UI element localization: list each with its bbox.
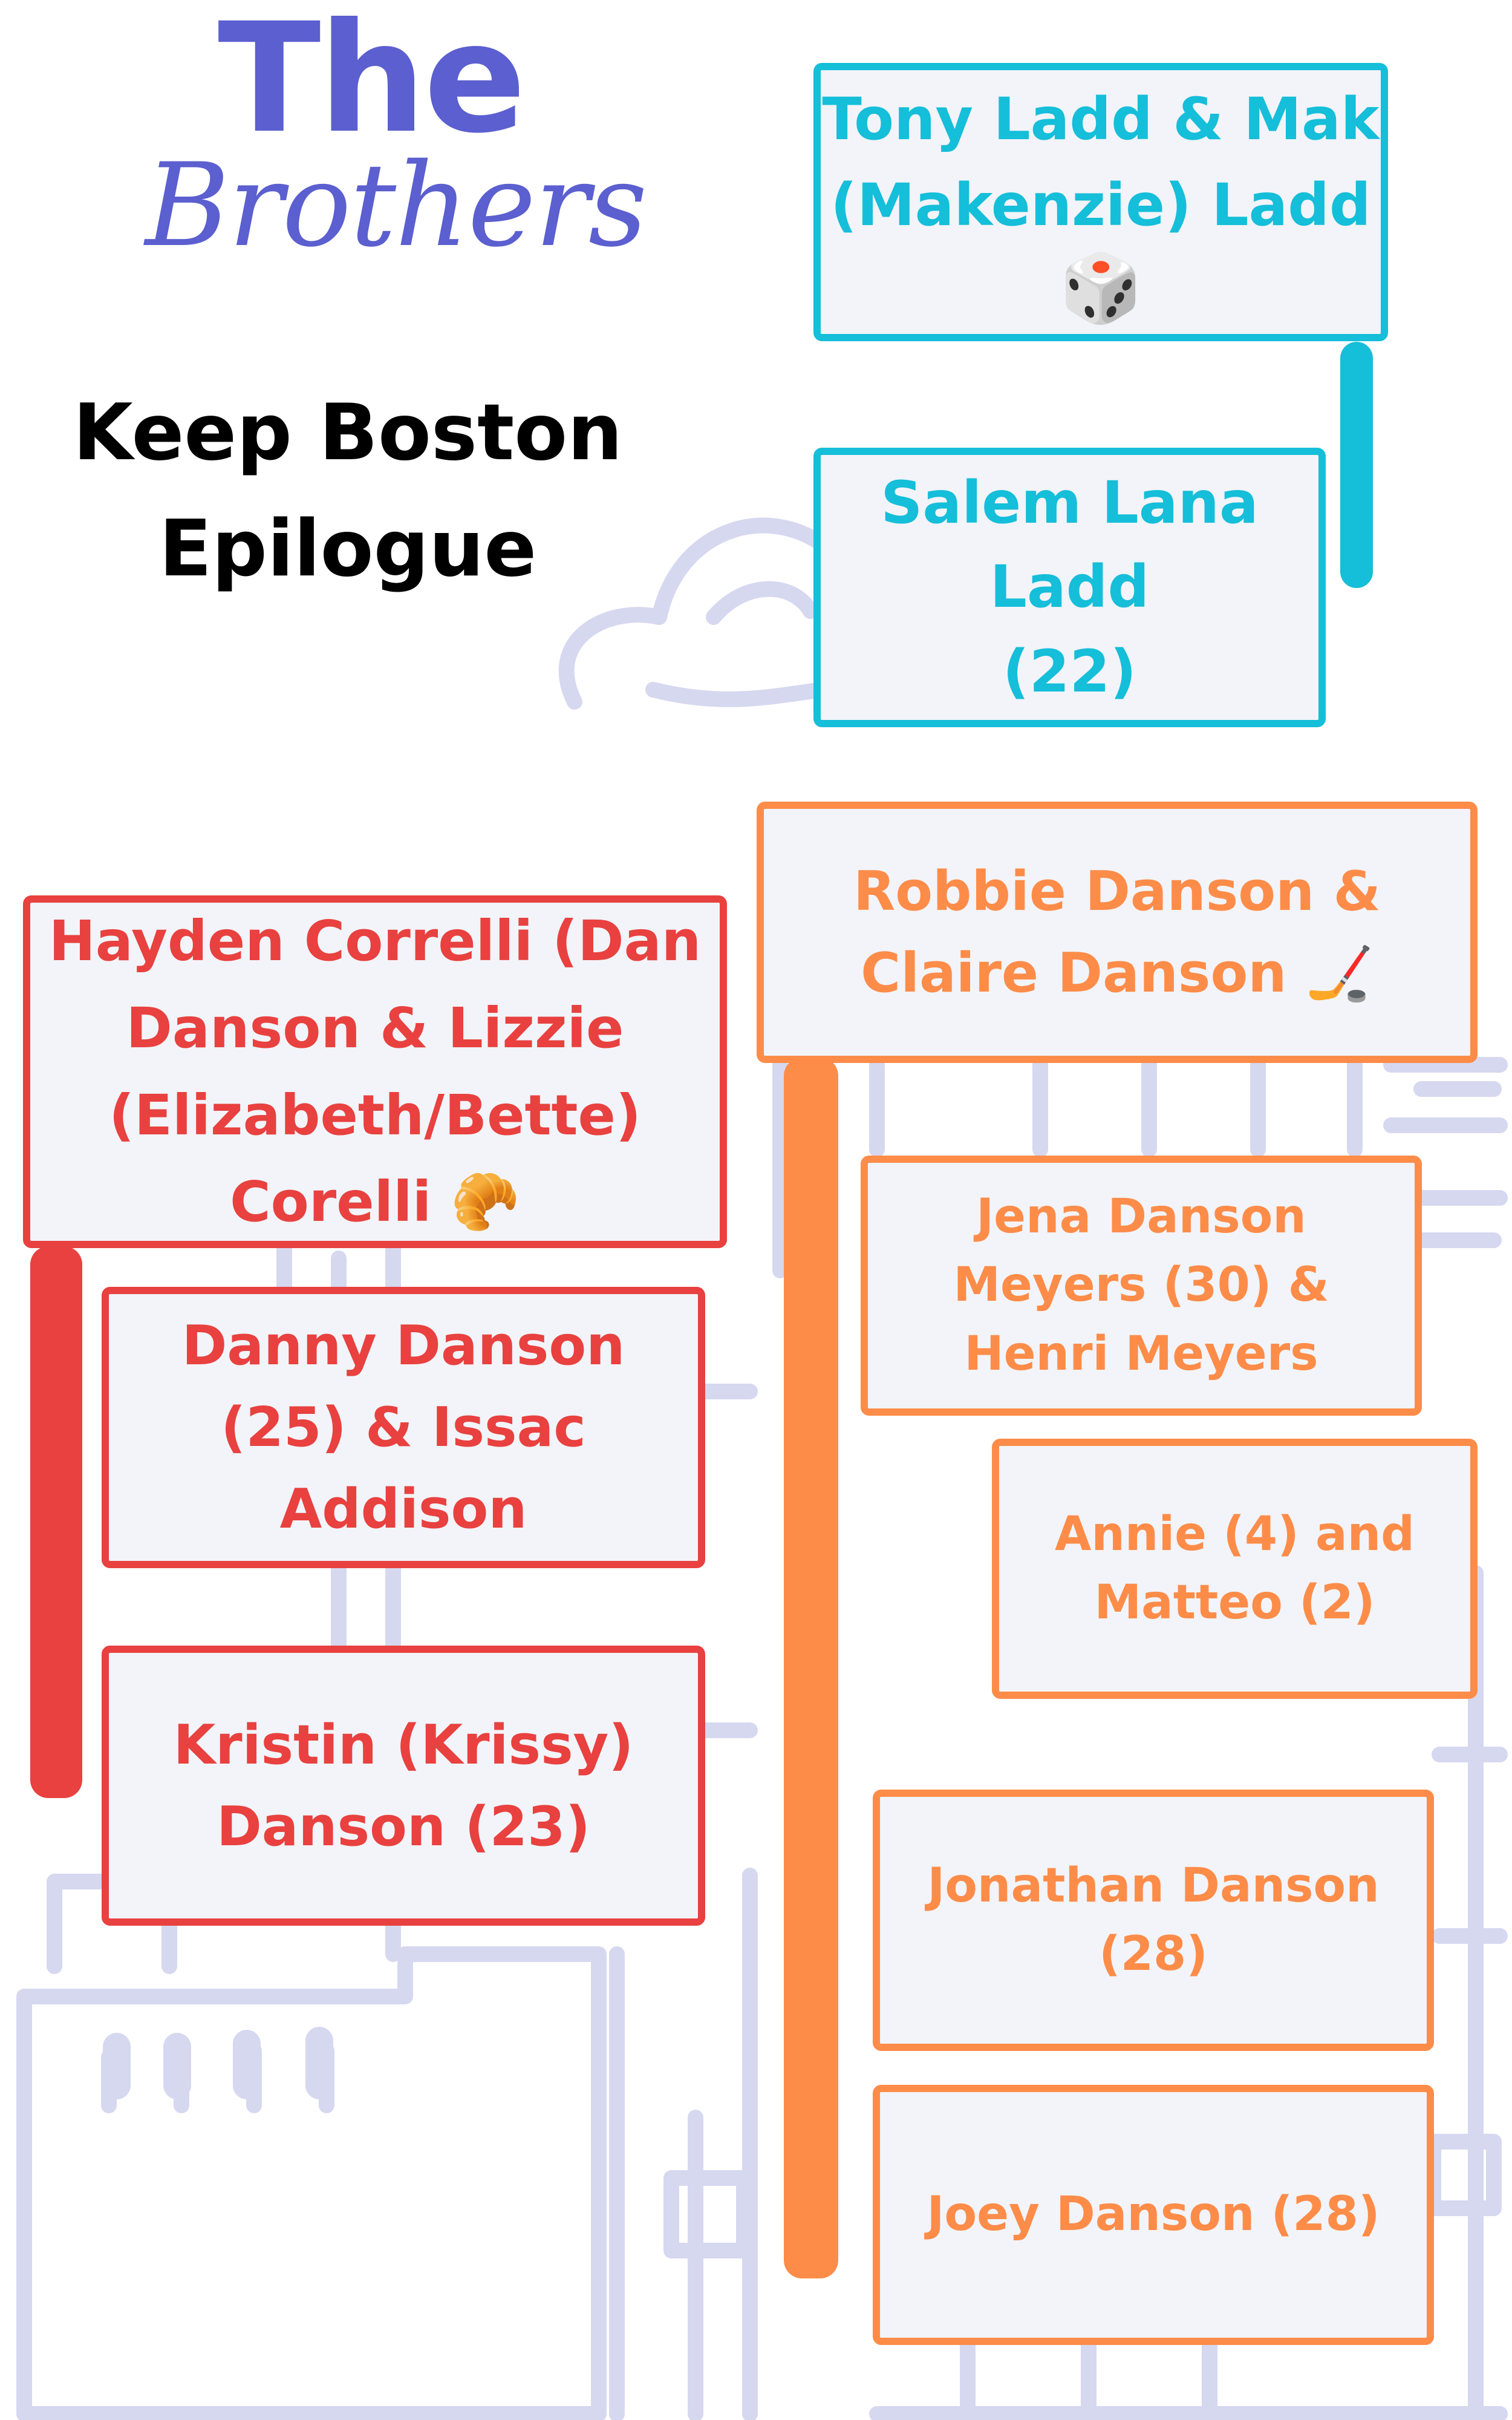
title-brothers-script: Brothers	[145, 139, 647, 272]
danson-child-label-2: Annie (4) and Matteo (2)	[1055, 1506, 1415, 1630]
danson-parents-node: Robbie Danson & Claire Danson 🏒	[757, 802, 1478, 1063]
corelli-child-label-2: Kristin (Krissy) Danson (23)	[173, 1713, 634, 1859]
title-the: The	[218, 0, 526, 166]
ladd-child-label: Salem Lana Ladd (22)	[881, 469, 1259, 705]
ladd-connector-bar	[1340, 342, 1373, 588]
corelli-parents-node: Hayden Correlli (Dan Danson & Lizzie (El…	[23, 895, 727, 1248]
danson-child-node-3: Jonathan Danson (28)	[873, 1790, 1434, 2051]
danson-connector-bar	[784, 1058, 838, 2278]
subtitle-text: Keep Boston Epilogue	[73, 388, 623, 594]
corelli-child-node-1: Danny Danson (25) & Issac Addison	[102, 1287, 705, 1568]
danson-child-node-4: Joey Danson (28)	[873, 2085, 1434, 2345]
corelli-parents-label: Hayden Correlli (Dan Danson & Lizzie (El…	[48, 909, 702, 1235]
danson-child-label-1: Jena Danson Meyers (30) & Henri Meyers	[953, 1189, 1329, 1381]
ladd-child-node: Salem Lana Ladd (22)	[813, 448, 1326, 727]
dice-icon: 🎲	[1059, 249, 1142, 327]
corelli-connector-bar	[30, 1246, 82, 1798]
danson-child-label-4: Joey Danson (28)	[927, 2187, 1380, 2242]
ladd-parents-node: Tony Ladd & Mak (Makenzie) Ladd 🎲	[813, 63, 1388, 341]
ladd-parents-label: Tony Ladd & Mak (Makenzie) Ladd	[822, 85, 1380, 239]
danson-child-node-1: Jena Danson Meyers (30) & Henri Meyers	[861, 1156, 1422, 1416]
subtitle: Keep Boston Epilogue	[36, 375, 659, 607]
corelli-child-node-2: Kristin (Krissy) Danson (23)	[102, 1646, 705, 1926]
croissant-icon: 🥐	[451, 1169, 520, 1235]
danson-child-node-2: Annie (4) and Matteo (2)	[992, 1439, 1478, 1699]
danson-parents-label: Robbie Danson & Claire Danson 🏒	[853, 860, 1381, 1005]
danson-child-label-3: Jonathan Danson (28)	[927, 1858, 1380, 1981]
hockey-stick-icon: 🏒	[1305, 941, 1374, 1005]
corelli-child-label-1: Danny Danson (25) & Issac Addison	[181, 1314, 625, 1541]
